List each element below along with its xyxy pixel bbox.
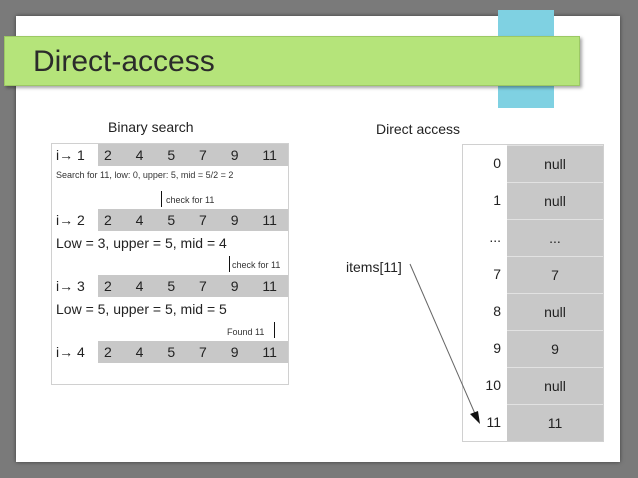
cursor-mark	[229, 256, 230, 272]
step-note-2: Low = 3, upper = 5, mid = 4	[56, 235, 227, 251]
binary-search-panel: i→ 1 2 4 5 7 9 11 Search for 11, low: 0,…	[51, 143, 289, 385]
bs-row-label: i→ 4	[56, 344, 85, 360]
row-value: null	[507, 367, 603, 404]
row-index: ...	[489, 229, 501, 245]
bs-row-1: i→ 1 2 4 5 7 9 11	[52, 144, 288, 166]
bs-array: 2 4 5 7 9 11	[98, 275, 288, 297]
bs-cell: 9	[230, 212, 239, 228]
bs-cell: 2	[104, 278, 112, 294]
bs-array: 2 4 5 7 9 11	[98, 144, 288, 166]
row-index: 11	[486, 414, 501, 430]
cursor-mark	[161, 191, 162, 207]
row-value: 9	[507, 330, 603, 367]
row-value: null	[507, 182, 603, 219]
bs-cell: 2	[104, 344, 112, 360]
row-value: null	[507, 293, 603, 330]
bs-cell: 11	[262, 278, 277, 294]
bs-cell: 2	[104, 147, 112, 163]
table-row: 10 null	[463, 367, 603, 404]
bs-cell: 5	[167, 278, 176, 294]
bs-cell: 4	[135, 212, 144, 228]
table-row: 0 null	[463, 145, 603, 182]
bs-cell: 9	[230, 344, 239, 360]
bs-cell: 9	[230, 147, 239, 163]
bs-cell: 7	[199, 212, 207, 228]
bs-cell: 11	[262, 344, 277, 360]
bs-cell: 7	[199, 278, 207, 294]
bs-cell: 4	[135, 278, 144, 294]
bs-cell: 4	[135, 147, 144, 163]
row-index: 8	[493, 303, 501, 319]
bs-row-label: i→ 3	[56, 278, 85, 294]
check-note-2: check for 11	[232, 260, 281, 270]
bs-row-4: i→ 4 2 4 5 7 9 11	[52, 341, 288, 363]
table-row: 8 null	[463, 293, 603, 330]
row-index: 7	[493, 266, 501, 282]
row-index: 1	[493, 192, 501, 208]
search-note: Search for 11, low: 0, upper: 5, mid = 5…	[56, 170, 234, 180]
bs-cell: 7	[199, 147, 207, 163]
bs-cell: 4	[135, 344, 144, 360]
bs-cell: 7	[199, 344, 207, 360]
bs-row-2: i→ 2 2 4 5 7 9 11	[52, 209, 288, 231]
check-note-1: check for 11	[166, 195, 215, 205]
bs-array: 2 4 5 7 9 11	[98, 209, 288, 231]
bs-cell: 9	[230, 278, 239, 294]
bs-cell: 2	[104, 212, 112, 228]
step-note-3: Low = 5, upper = 5, mid = 5	[56, 301, 227, 317]
row-index: 0	[493, 155, 501, 171]
table-row: 7 7	[463, 256, 603, 293]
title-bar: Direct-access	[4, 36, 580, 86]
binary-search-heading: Binary search	[108, 119, 194, 135]
row-index: 10	[485, 377, 501, 393]
items-label: items[11]	[346, 259, 402, 275]
bs-row-label: i→ 1	[56, 147, 85, 163]
cursor-mark	[274, 322, 275, 338]
row-value: null	[507, 145, 603, 182]
row-value: 11	[507, 404, 603, 441]
bs-cell: 5	[167, 344, 176, 360]
bs-array: 2 4 5 7 9 11	[98, 341, 288, 363]
table-row: 1 null	[463, 182, 603, 219]
bs-cell: 5	[167, 147, 176, 163]
bs-cell: 11	[262, 147, 277, 163]
bs-row-3: i→ 3 2 4 5 7 9 11	[52, 275, 288, 297]
direct-access-heading: Direct access	[376, 121, 461, 137]
found-note: Found 11	[227, 327, 265, 337]
bs-cell: 5	[167, 212, 176, 228]
slide-title: Direct-access	[33, 45, 215, 78]
bs-row-label: i→ 2	[56, 212, 85, 228]
table-row: 11 11	[463, 404, 603, 441]
bs-cell: 11	[262, 212, 277, 228]
direct-access-table: 0 null 1 null ... ... 7 7 8 null 9 9 10 …	[462, 144, 604, 442]
table-row: 9 9	[463, 330, 603, 367]
row-index: 9	[493, 340, 501, 356]
row-value: ...	[507, 219, 603, 256]
row-value: 7	[507, 256, 603, 293]
table-row: ... ...	[463, 219, 603, 256]
